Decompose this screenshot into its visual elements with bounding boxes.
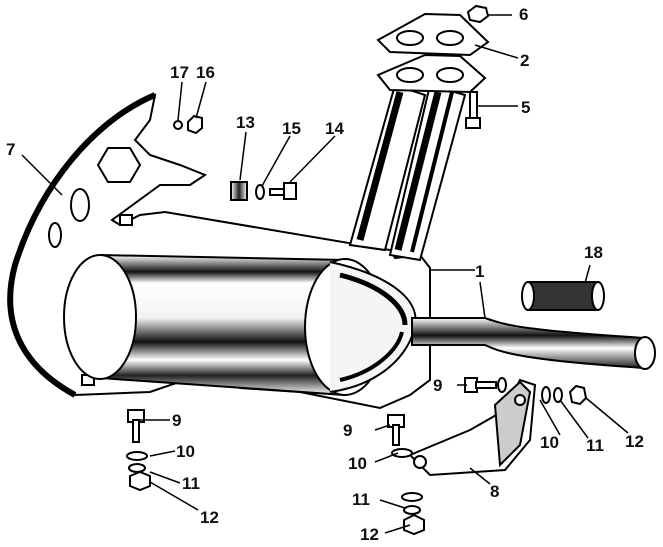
silencer-body: [63, 253, 417, 397]
sleeve-clamp: [521, 281, 605, 311]
label-9-middle: 9: [343, 421, 352, 440]
label-12-right: 12: [625, 432, 644, 451]
label-6: 6: [519, 5, 528, 24]
label-8: 8: [490, 482, 499, 501]
label-12-middle: 12: [360, 525, 379, 544]
stud-and-nut: [465, 4, 490, 129]
label-2: 2: [520, 51, 529, 70]
label-10-right: 10: [540, 433, 559, 452]
right-fixings: [464, 377, 588, 406]
label-7: 7: [6, 140, 15, 159]
label-13: 13: [236, 113, 255, 132]
leader-lines: [21, 14, 629, 534]
down-pipes: [348, 83, 467, 262]
tail-pipe: [411, 317, 656, 370]
label-12-left: 12: [200, 508, 219, 527]
label-9-right: 9: [433, 376, 442, 395]
label-15: 15: [282, 119, 301, 138]
label-1: 1: [475, 262, 484, 281]
label-5: 5: [521, 98, 530, 117]
label-11-middle: 11: [352, 490, 370, 509]
label-14: 14: [325, 119, 344, 138]
mounting-bracket: [408, 378, 537, 477]
label-16: 16: [196, 63, 215, 82]
label-10-left: 10: [176, 442, 195, 461]
label-18: 18: [584, 243, 603, 262]
label-11-left: 11: [182, 474, 200, 493]
label-9-left: 9: [172, 411, 181, 430]
label-11-right: 11: [586, 436, 604, 455]
label-10-middle: 10: [348, 454, 367, 473]
left-fixings: [126, 409, 151, 492]
flange-gasket: [376, 12, 490, 94]
part-labels: 6 2 5 7 1 17 16 13 15 14 18 9 10 11 12 8…: [6, 5, 644, 544]
middle-fixings: [387, 414, 425, 536]
label-17: 17: [170, 63, 189, 82]
upper-fixings: [173, 114, 297, 201]
